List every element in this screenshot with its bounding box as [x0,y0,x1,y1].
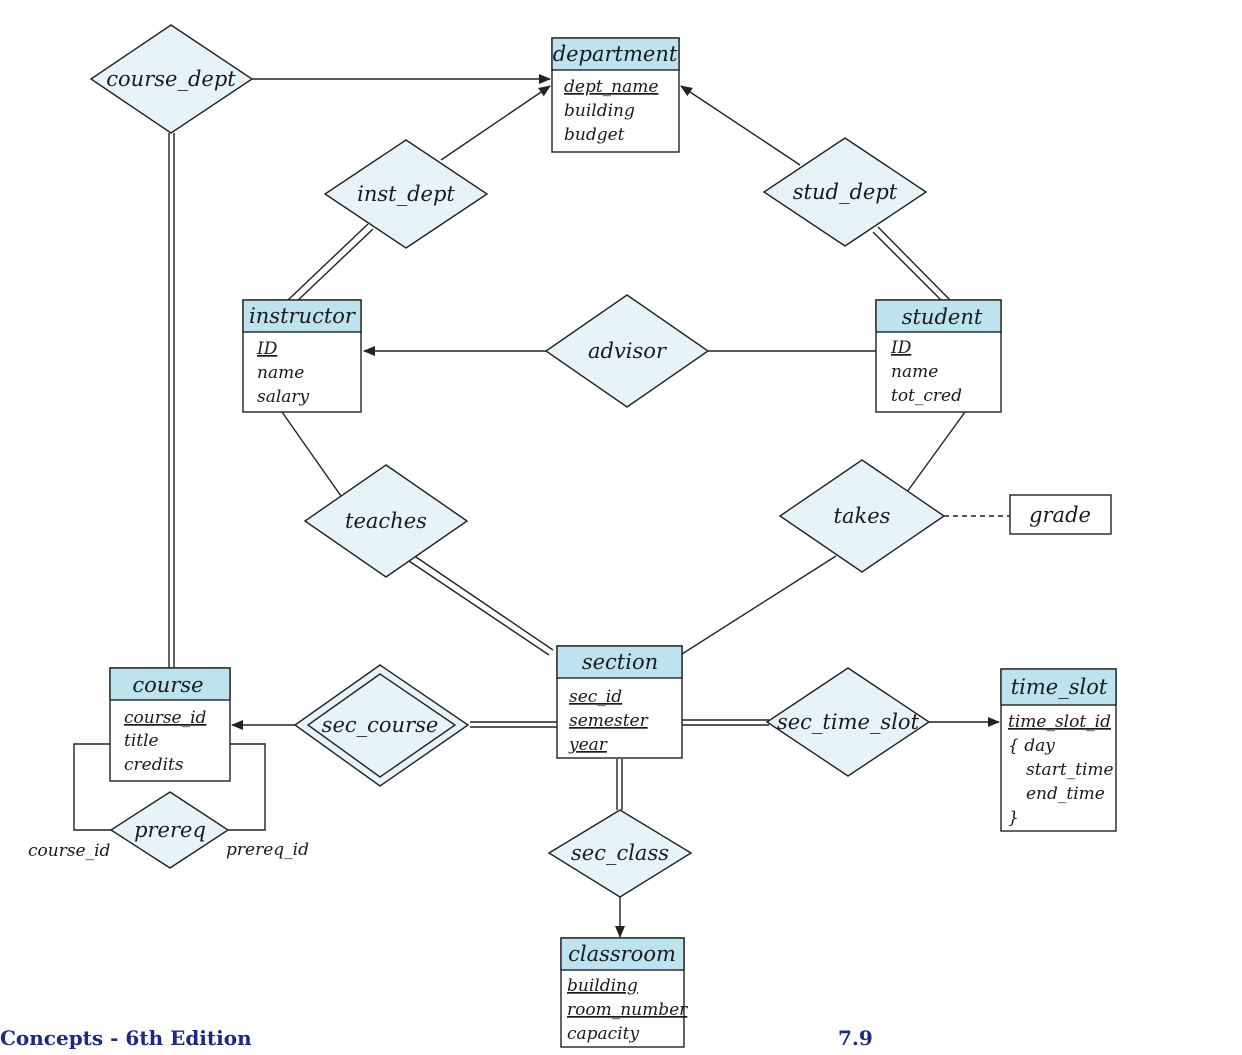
entity-section-title: section [582,650,658,674]
entity-course[interactable]: course course_id title credits [109,667,231,782]
attr-time-slot-id: time_slot_id [1008,712,1111,732]
attr-title: title [124,731,159,751]
entity-instructor-title: instructor [249,304,357,328]
connector-student-takes [906,411,966,493]
attr-credits: credits [124,755,184,775]
relationship-teaches-label: teaches [345,509,427,533]
role-prereq-id: prereq_id [226,840,309,860]
attr-building: building [564,101,635,121]
attr-capacity: capacity [567,1024,639,1044]
relationship-advisor-label: advisor [588,339,668,363]
attr-salary: salary [257,387,310,407]
attr-sec-id: sec_id [569,687,622,707]
attr-room-number: room_number [567,1000,688,1020]
connector-teaches-section-a [412,554,554,651]
relationship-sec-class-label: sec_class [571,841,669,865]
attr-classroom-building: building [567,976,638,996]
attr-end-time: end_time [1026,784,1105,804]
footer-page-number: 7.9 [838,1026,873,1050]
attr-tot-cred: tot_cred [891,386,962,406]
footer-book-title: Concepts - 6th Edition [0,1026,252,1050]
attr-day: { day [1008,736,1055,756]
relationship-takes-label: takes [834,504,891,528]
connector-inst-dept-instructor-b [293,228,374,305]
attr-budget: budget [564,125,625,145]
relationship-sec-course[interactable]: sec_course [293,664,470,787]
entity-department-title: department [553,42,678,66]
relationship-sec-course-label: sec_course [322,713,439,737]
attr-brace-close: } [1008,808,1019,828]
role-course-id: course_id [28,841,111,861]
connector-prereq-prereq-id [228,743,266,831]
attr-student-name: name [891,362,938,382]
attribute-grade-label: grade [1029,503,1091,527]
entity-department[interactable]: department dept_name building budget [551,37,680,153]
entity-time-slot[interactable]: time_slot time_slot_id { day start_time … [1000,668,1117,832]
attr-semester: semester [569,711,649,731]
attr-student-id: ID [890,338,912,358]
relationship-stud-dept-label: stud_dept [793,180,898,204]
entity-instructor[interactable]: instructor ID name salary [242,299,362,413]
connector-instructor-teaches [281,411,342,497]
relationship-inst-dept-label: inst_dept [357,182,455,206]
entity-student-title: student [902,305,983,329]
entity-student[interactable]: student ID name tot_cred [875,299,1002,413]
attr-course-id: course_id [124,708,207,728]
relationship-takes[interactable]: takes [778,459,946,573]
connector-teaches-section-b [408,560,550,656]
relationship-prereq[interactable]: prereq [109,791,230,869]
relationship-sec-time-slot-label: sec_time_slot [777,710,920,734]
relationship-stud-dept[interactable]: stud_dept [762,137,928,247]
connector-inst-dept-department [440,85,551,161]
attr-start-time: start_time [1026,760,1114,780]
connector-stud-dept-student-b [872,231,945,304]
entity-classroom[interactable]: classroom building room_number capacity [560,937,688,1048]
entity-time-slot-title: time_slot [1011,675,1108,699]
entity-classroom-title: classroom [568,942,676,966]
relationship-advisor[interactable]: advisor [544,294,710,408]
connector-prereq-course-id [73,743,111,831]
connector-inst-dept-instructor-a [287,223,369,301]
connector-stud-dept-student-a [877,226,951,301]
attr-instructor-name: name [257,363,304,383]
attr-year: year [568,735,608,755]
relationship-course-dept[interactable]: course_dept [89,24,254,134]
relationship-inst-dept[interactable]: inst_dept [323,139,489,249]
attribute-grade[interactable]: grade [1009,494,1112,535]
relationship-sec-class[interactable]: sec_class [547,809,693,898]
entity-section[interactable]: section sec_id semester year [556,645,683,759]
relationship-prereq-label: prereq [134,818,206,842]
attr-dept-name: dept_name [564,77,658,97]
connector-stud-dept-department [680,85,801,166]
attr-instructor-id: ID [256,339,278,359]
relationship-course-dept-label: course_dept [106,67,236,91]
relationship-teaches[interactable]: teaches [303,464,469,578]
entity-course-title: course [132,673,203,697]
connector-takes-section [681,555,837,655]
relationship-sec-time-slot[interactable]: sec_time_slot [765,667,931,777]
